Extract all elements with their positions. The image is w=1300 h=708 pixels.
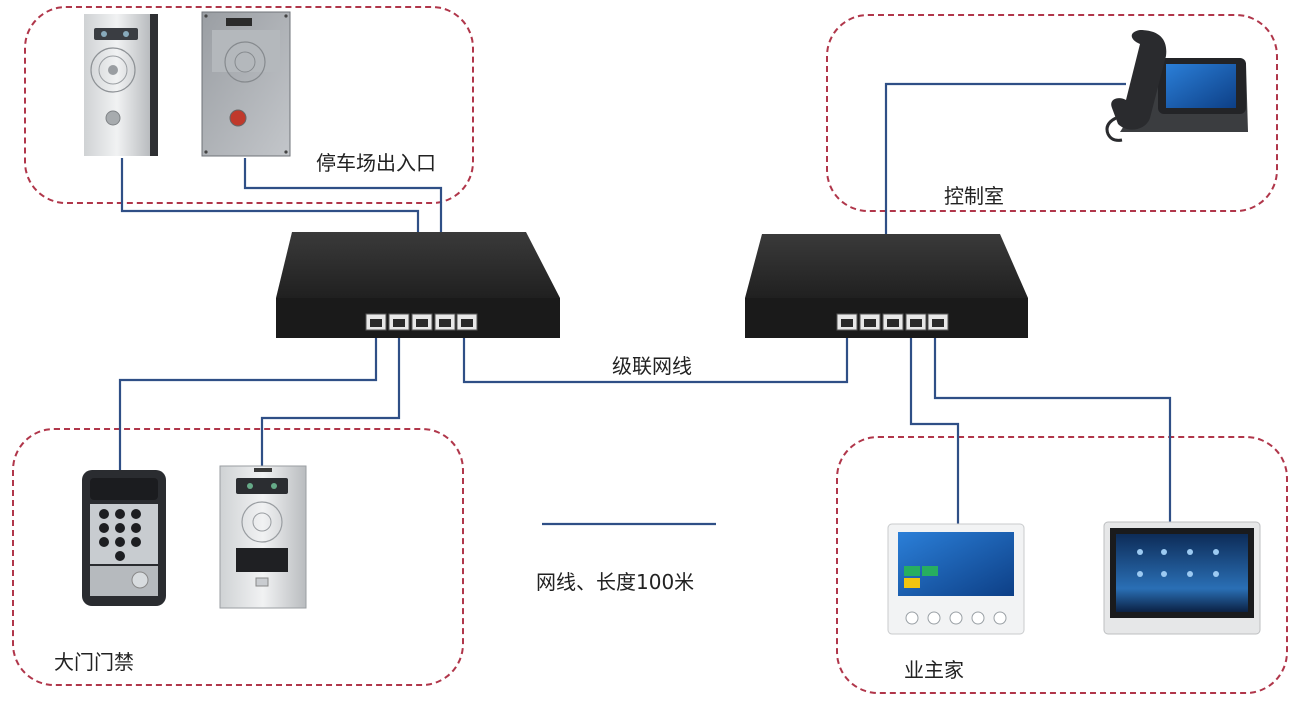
zone-gate-label: 大门门禁	[54, 650, 134, 674]
zone-gate	[12, 428, 464, 686]
zone-parking-label: 停车场出入口	[316, 151, 436, 175]
zone-parking	[24, 6, 474, 204]
cable-owner-tablet	[933, 330, 1172, 527]
door-station-grey-icon	[201, 11, 291, 157]
zone-owner-label: 业主家	[904, 658, 964, 682]
intercom-panel-icon	[219, 465, 307, 609]
zone-control	[826, 14, 1278, 212]
switch-left	[276, 232, 560, 338]
cable-gate-keypad	[118, 330, 378, 470]
indoor-monitor-white-icon	[887, 523, 1025, 635]
cable-owner-white	[909, 330, 960, 524]
cable-gate-panel	[260, 330, 401, 470]
cable-cascade	[462, 330, 849, 384]
cascade-cable-label: 级联网线	[612, 354, 692, 378]
indoor-monitor-tablet-icon	[1103, 521, 1261, 635]
zone-control-label: 控制室	[944, 184, 1004, 208]
video-desk-phone-icon	[1105, 30, 1248, 142]
door-station-silver-icon	[84, 14, 158, 156]
legend-label: 网线、长度100米	[536, 570, 695, 594]
zone-owner	[836, 436, 1288, 694]
switch-right	[745, 234, 1028, 338]
keypad-access-terminal-icon	[82, 470, 166, 606]
